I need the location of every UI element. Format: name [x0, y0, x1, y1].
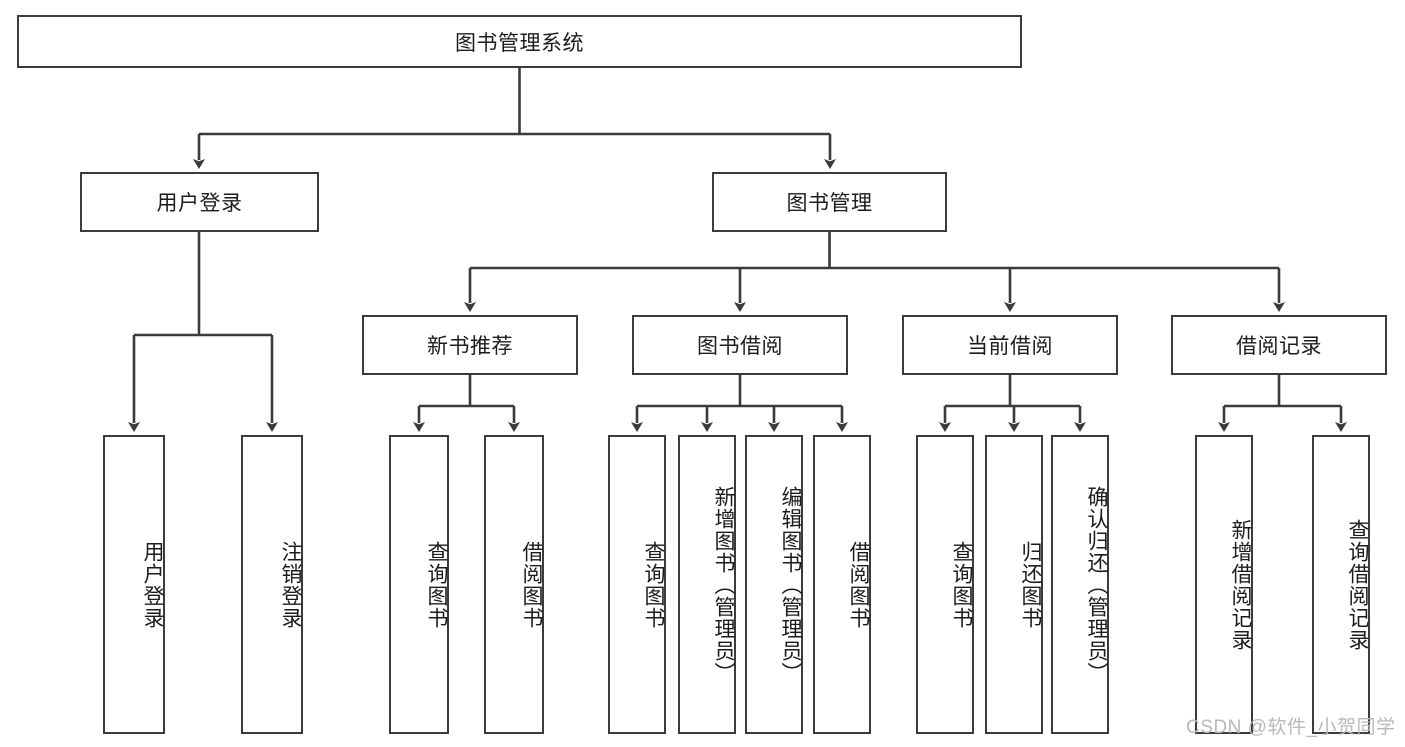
- node-leaf-edit-book[interactable]: 编辑图书（管理员）: [745, 435, 803, 734]
- node-book-borrow-label: 图书借阅: [697, 335, 783, 358]
- node-leaf-confirm-return-label: 确认归还（管理员）: [1085, 485, 1108, 684]
- node-leaf-query-book-1[interactable]: 查询图书: [389, 435, 449, 734]
- node-leaf-query-record[interactable]: 查询借阅记录: [1312, 435, 1370, 734]
- node-leaf-borrow-book-2-label: 借阅图书: [847, 540, 870, 629]
- node-leaf-borrow-book-1[interactable]: 借阅图书: [484, 435, 544, 734]
- node-leaf-add-book[interactable]: 新增图书（管理员）: [678, 435, 736, 734]
- node-leaf-query-book-3[interactable]: 查询图书: [916, 435, 974, 734]
- node-borrow-record-label: 借阅记录: [1236, 335, 1322, 358]
- node-leaf-user-login[interactable]: 用户登录: [103, 435, 165, 734]
- node-leaf-return-book-label: 归还图书: [1019, 540, 1042, 629]
- node-borrow-record[interactable]: 借阅记录: [1171, 315, 1387, 375]
- node-leaf-user-login-label: 用户登录: [141, 540, 164, 629]
- node-new-book-recommend-label: 新书推荐: [427, 335, 513, 358]
- node-leaf-return-book[interactable]: 归还图书: [985, 435, 1043, 734]
- node-leaf-query-book-2[interactable]: 查询图书: [608, 435, 666, 734]
- node-leaf-add-record-label: 新增借阅记录: [1229, 518, 1252, 651]
- node-leaf-query-record-label: 查询借阅记录: [1346, 518, 1369, 651]
- node-leaf-borrow-book-1-label: 借阅图书: [520, 540, 543, 629]
- node-leaf-logout-label: 注销登录: [279, 540, 302, 629]
- node-new-book-recommend[interactable]: 新书推荐: [362, 315, 578, 375]
- watermark: CSDN @软件_小贺同学: [1186, 717, 1396, 738]
- node-leaf-edit-book-label: 编辑图书（管理员）: [779, 485, 802, 684]
- node-user-login-label: 用户登录: [156, 192, 243, 215]
- node-leaf-query-book-1-label: 查询图书: [425, 540, 448, 629]
- node-root[interactable]: 图书管理系统: [17, 15, 1022, 68]
- node-user-login[interactable]: 用户登录: [80, 172, 319, 232]
- node-book-manage[interactable]: 图书管理: [712, 172, 947, 232]
- node-leaf-add-book-label: 新增图书（管理员）: [712, 485, 735, 684]
- node-leaf-query-book-2-label: 查询图书: [642, 540, 665, 629]
- node-book-manage-label: 图书管理: [786, 192, 873, 215]
- node-root-label: 图书管理系统: [455, 31, 584, 55]
- node-leaf-logout[interactable]: 注销登录: [241, 435, 303, 734]
- node-leaf-add-record[interactable]: 新增借阅记录: [1195, 435, 1253, 734]
- node-leaf-borrow-book-2[interactable]: 借阅图书: [813, 435, 871, 734]
- node-current-borrow-label: 当前借阅: [967, 335, 1053, 358]
- node-current-borrow[interactable]: 当前借阅: [902, 315, 1118, 375]
- node-leaf-confirm-return[interactable]: 确认归还（管理员）: [1051, 435, 1109, 734]
- node-book-borrow[interactable]: 图书借阅: [632, 315, 848, 375]
- node-leaf-query-book-3-label: 查询图书: [950, 540, 973, 629]
